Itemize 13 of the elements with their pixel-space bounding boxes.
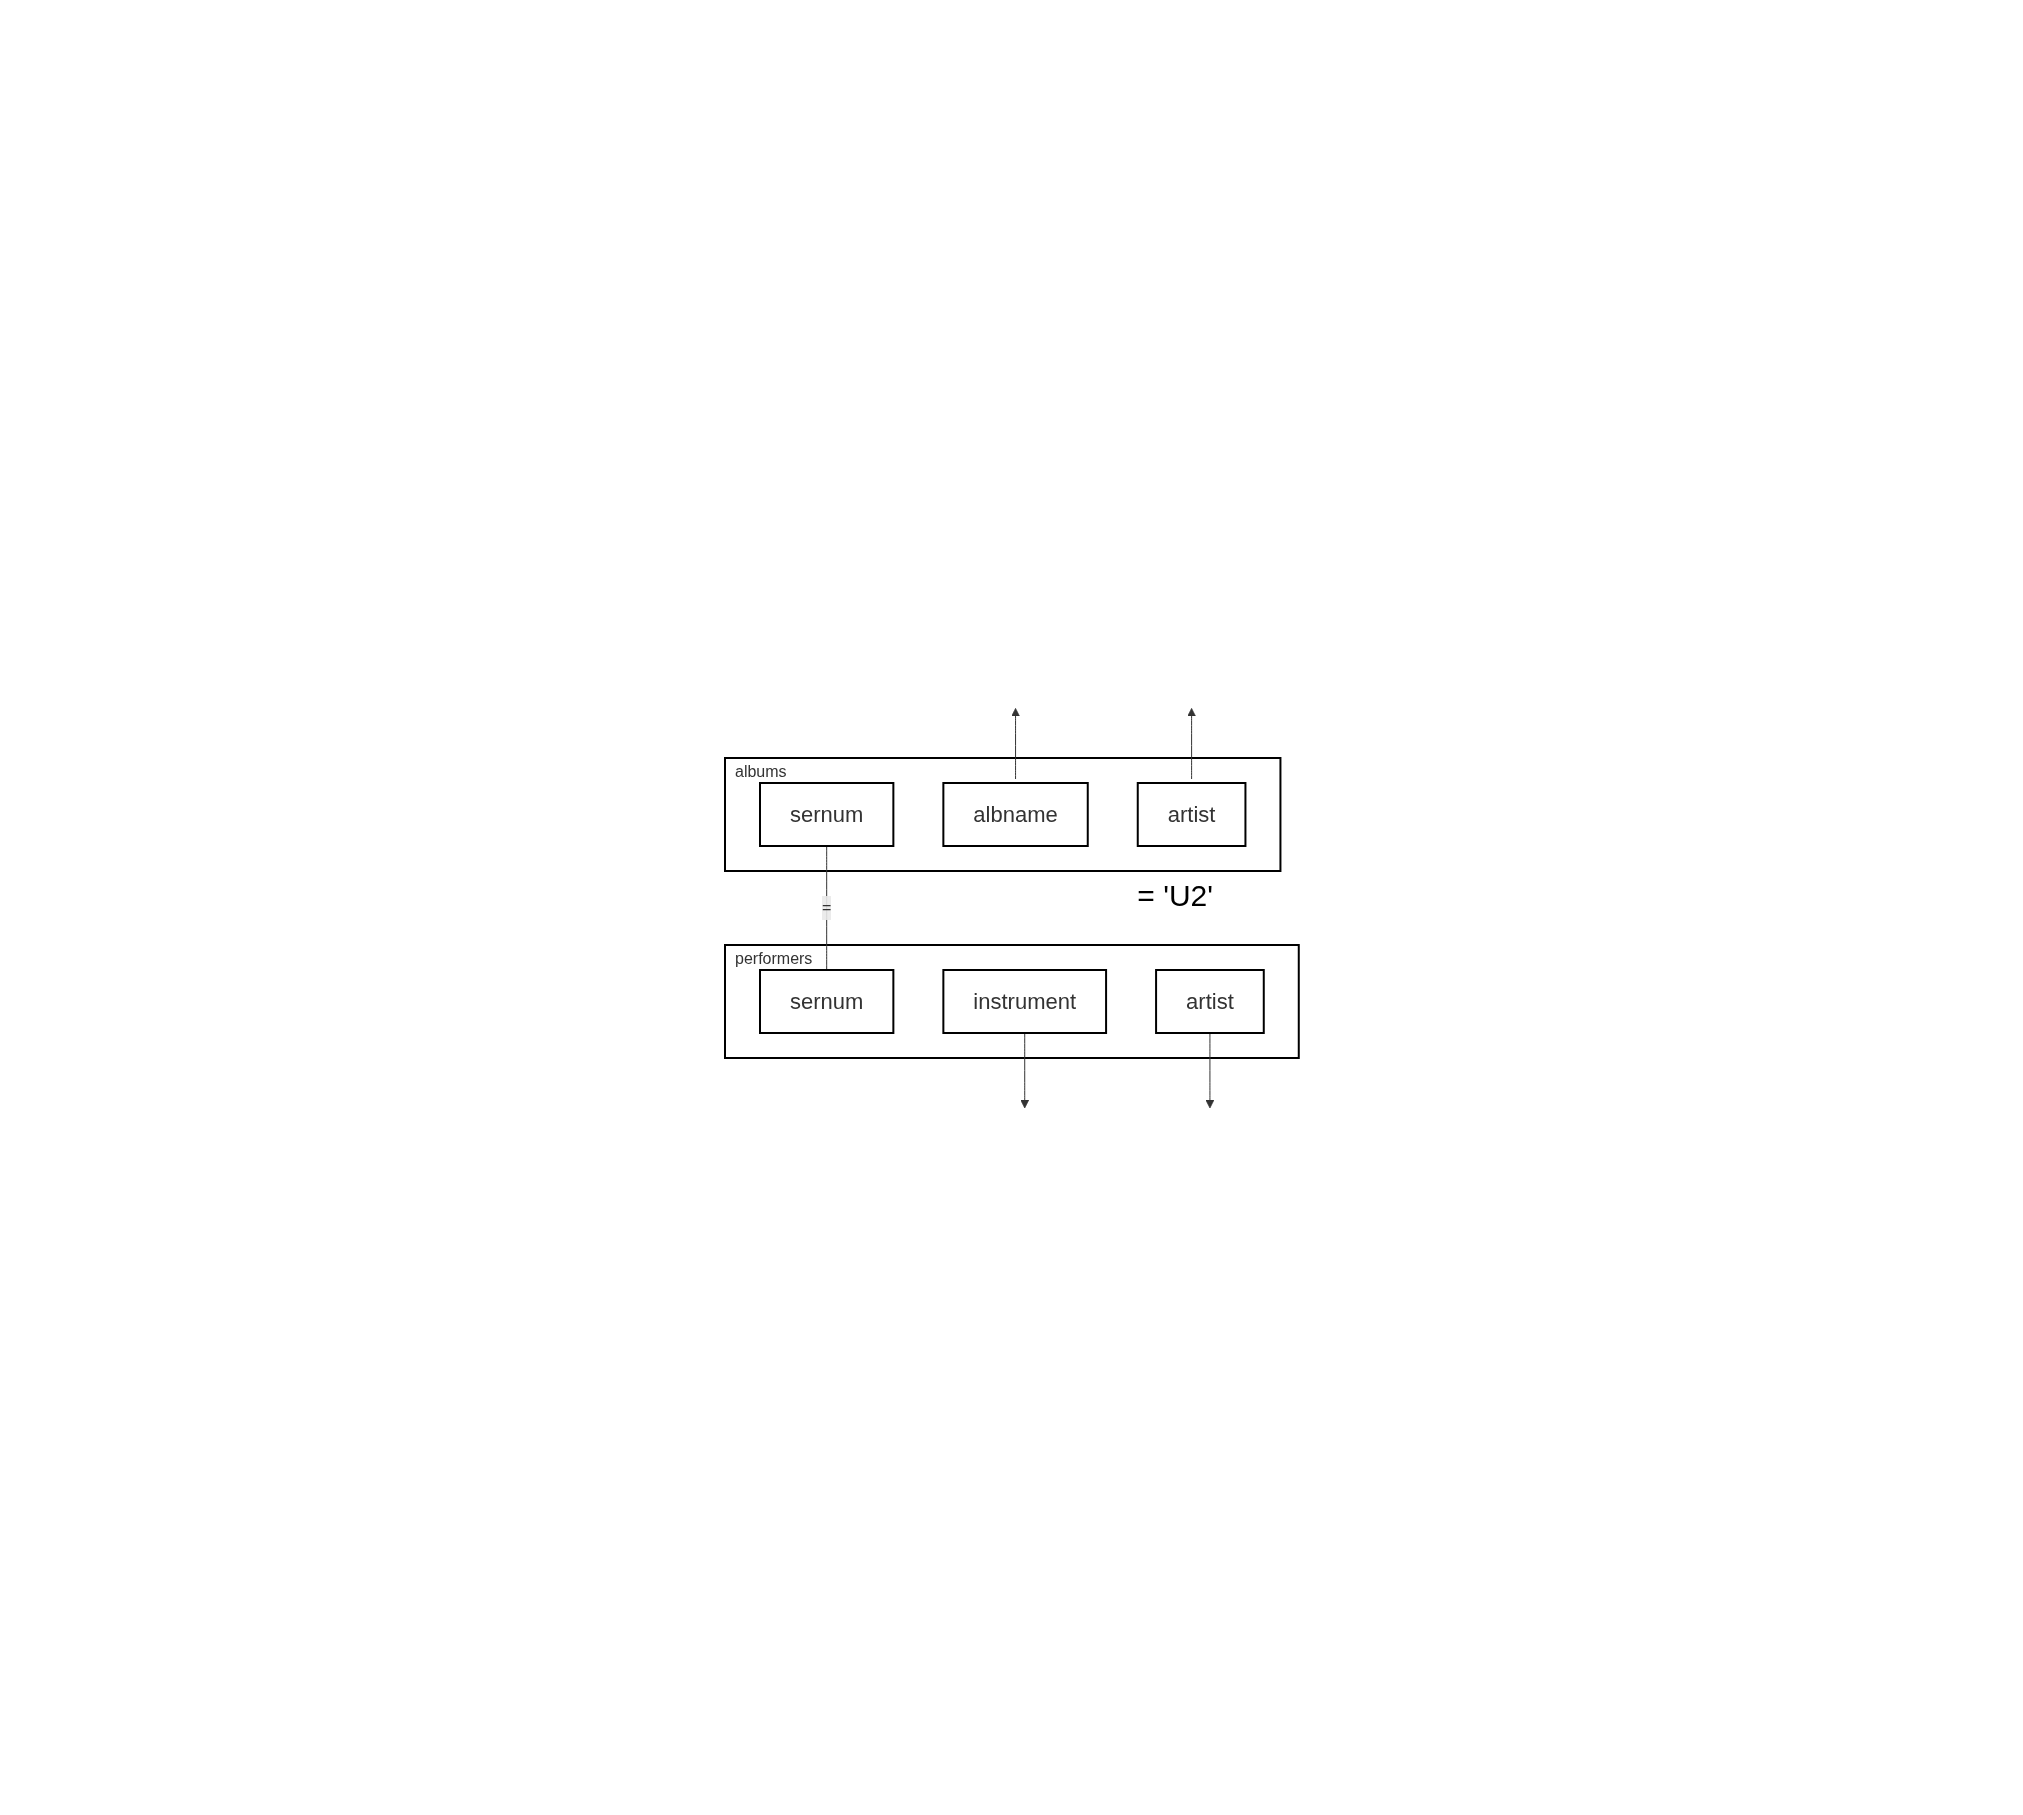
arrow [1186, 707, 1196, 779]
node-box: sernum [758, 781, 894, 847]
connector-line [825, 845, 827, 970]
edge-label: = [821, 898, 831, 916]
node-box: sernum [758, 968, 894, 1034]
arrow [1010, 707, 1020, 779]
node-box: artist [1136, 781, 1247, 847]
arrow [1205, 1032, 1214, 1108]
node-box: albname [941, 781, 1089, 847]
node-box: artist [1154, 968, 1265, 1034]
arrow [1019, 1032, 1029, 1108]
node-box: instrument [941, 968, 1107, 1034]
annotation-text: = 'U2' [1137, 878, 1214, 913]
